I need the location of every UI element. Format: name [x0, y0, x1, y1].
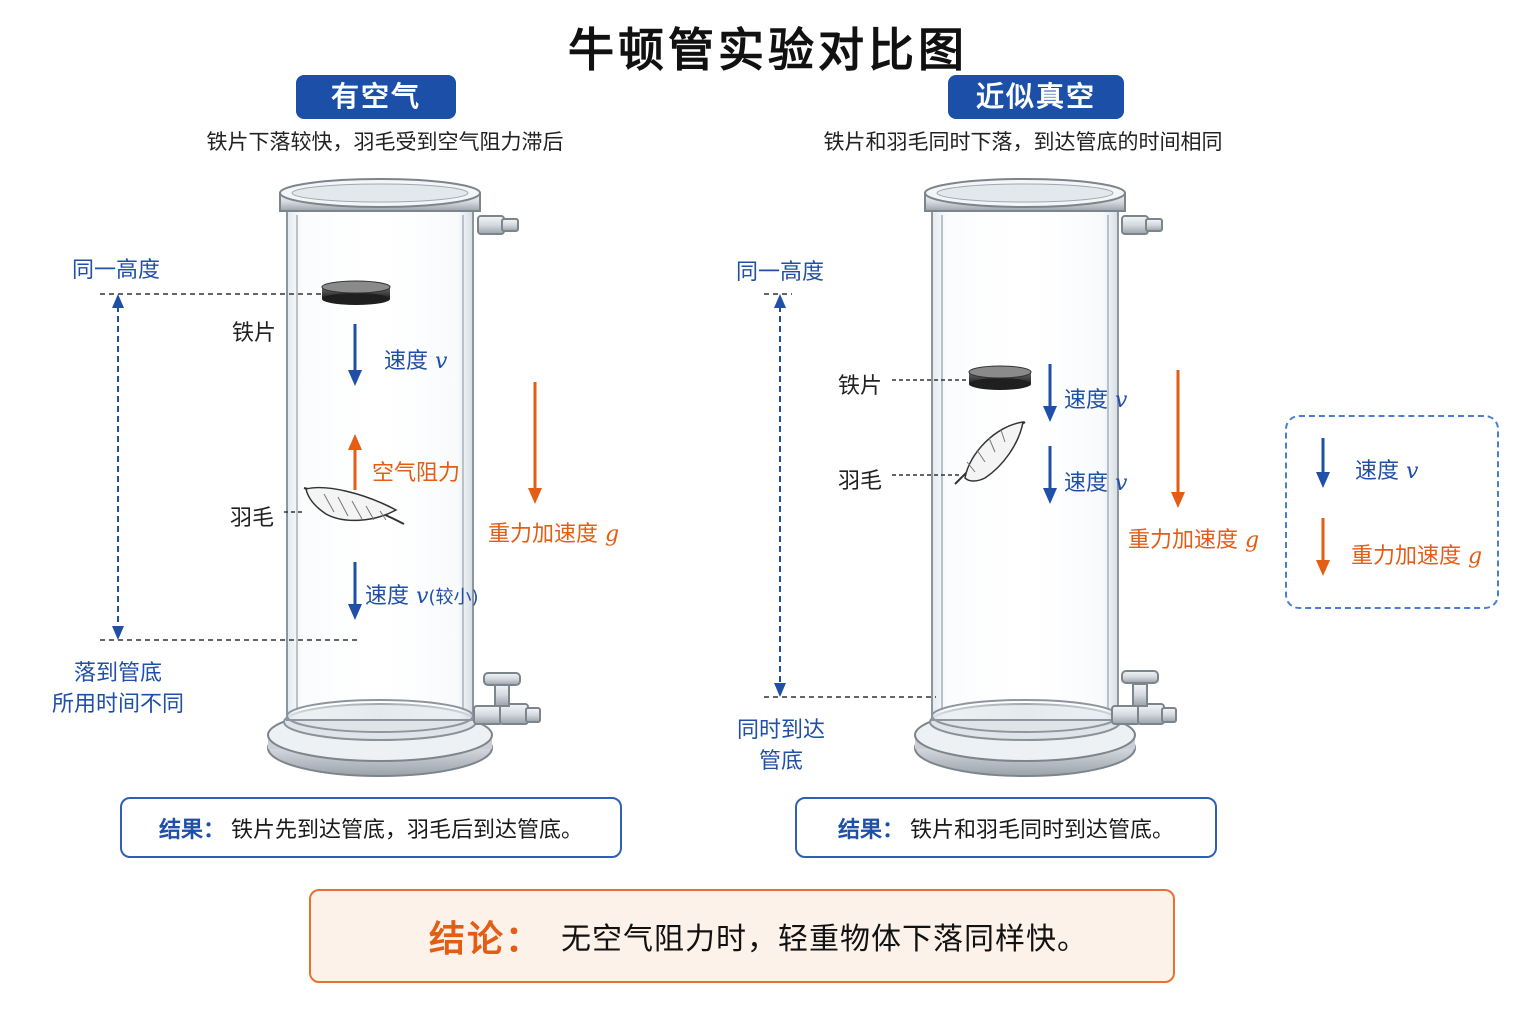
left-tube: [267, 178, 541, 777]
left-iron-speed-arrow: [348, 324, 362, 386]
right-result-box: 结果： 铁片和羽毛同时到达管底。: [795, 797, 1217, 858]
right-gravity-arrow: [1171, 370, 1185, 508]
right-same-height-label: 同一高度: [736, 260, 825, 285]
page-title: 牛顿管实验对比图: [568, 23, 968, 77]
left-feather-label: 羽毛: [230, 506, 275, 531]
right-height-arrow: [774, 294, 786, 697]
right-iron-disc: [968, 365, 1032, 390]
left-gravity-label: 重力加速度 g: [488, 522, 620, 547]
left-iron-label: 铁片: [232, 321, 277, 346]
legend-box: [1285, 415, 1499, 609]
right-bottom-label-2: 管底: [758, 749, 803, 774]
right-feather-icon: [954, 421, 1026, 485]
left-same-height-label: 同一高度: [72, 258, 161, 283]
right-iron-speed-arrow: [1043, 364, 1057, 422]
conclusion-box: 结论： 无空气阻力时，轻重物体下落同样快。: [309, 889, 1175, 983]
legend-gravity-label: 重力加速度 g: [1351, 544, 1483, 569]
right-gravity-label: 重力加速度 g: [1128, 528, 1260, 553]
left-bottom-label-1: 落到管底: [73, 661, 162, 686]
right-tube: [914, 178, 1177, 777]
right-subtitle: 铁片和羽毛同时下落，到达管底的时间相同: [823, 130, 1223, 154]
legend-speed-label: 速度 v: [1355, 459, 1419, 484]
right-feather-speed-label: 速度 v: [1064, 471, 1128, 496]
conclusion-text: 无空气阻力时，轻重物体下落同样快。: [561, 922, 1089, 957]
right-feather-label: 羽毛: [838, 469, 883, 494]
left-subtitle: 铁片下落较快，羽毛受到空气阻力滞后: [206, 130, 564, 154]
left-feather-speed-arrow: [348, 562, 362, 620]
left-result-box: 结果： 铁片先到达管底，羽毛后到达管底。: [120, 797, 622, 858]
left-iron-speed-label: 速度 v: [384, 349, 448, 374]
right-bottom-label-1: 同时到达: [736, 718, 825, 743]
left-air-resistance-arrow: [348, 434, 362, 490]
left-air-resistance-label: 空气阻力: [372, 461, 461, 486]
left-bottom-label-2: 所用时间不同: [51, 692, 184, 717]
legend-speed-arrow: [1316, 438, 1330, 488]
conclusion-key: 结论：: [429, 919, 544, 960]
left-iron-disc: [321, 280, 391, 305]
right-feather-speed-arrow: [1043, 446, 1057, 504]
right-header-pill: 近似真空: [948, 75, 1124, 119]
left-gravity-arrow: [528, 382, 542, 504]
right-iron-label: 铁片: [838, 374, 883, 399]
legend-gravity-arrow: [1316, 518, 1330, 576]
left-feather-speed-label: 速度 v(较小): [365, 584, 479, 609]
right-iron-speed-label: 速度 v: [1064, 388, 1128, 413]
left-feather-icon: [303, 486, 405, 525]
left-header-pill: 有空气: [296, 75, 456, 119]
left-height-arrow: [112, 294, 124, 640]
